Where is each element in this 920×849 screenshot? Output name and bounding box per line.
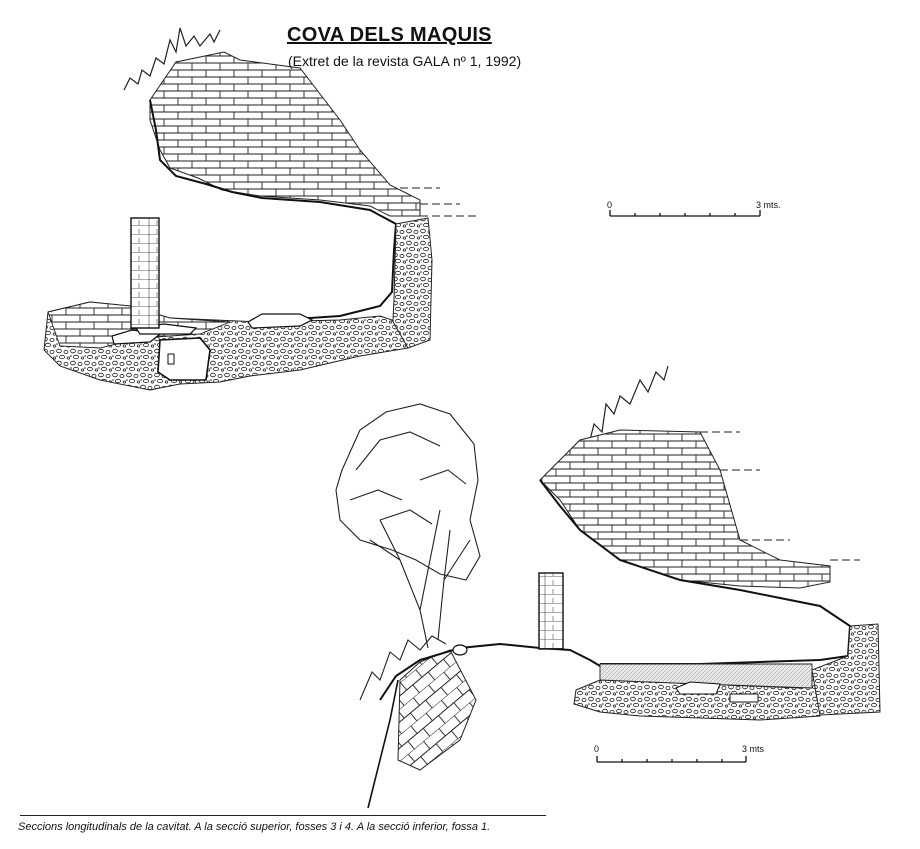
scale-bottom-end: 3 mts — [742, 744, 765, 754]
upper-right-fill — [391, 217, 433, 349]
lower-section — [335, 365, 881, 809]
lower-column — [538, 572, 564, 650]
lower-cave-outline — [539, 479, 852, 665]
upper-vegetation — [123, 27, 221, 91]
page-title: COVA DELS MAQUIS — [287, 24, 492, 46]
upper-column — [130, 217, 160, 329]
scale-bottom-start: 0 — [594, 744, 600, 754]
upper-section — [43, 27, 480, 391]
lower-vegetation — [587, 365, 669, 449]
upper-fossa-pit — [157, 337, 211, 381]
caption-rule — [20, 815, 546, 816]
lower-cliff — [397, 649, 477, 771]
lower-rock-wall — [539, 429, 831, 589]
upper-rock-wall — [149, 51, 421, 217]
lower-fine-layer — [599, 663, 813, 689]
scale-bar-bottom — [596, 756, 747, 763]
tree-drawing — [335, 403, 481, 649]
scale-top-end: 3 mts. — [756, 200, 781, 210]
scale-bar-top — [609, 210, 761, 217]
page-subtitle: (Extret de la revista GALA nº 1, 1992) — [288, 53, 522, 69]
upper-cave-outline — [149, 99, 398, 327]
figure-caption: Seccions longitudinals de la cavitat. A … — [18, 821, 491, 833]
scale-top-start: 0 — [607, 200, 613, 210]
